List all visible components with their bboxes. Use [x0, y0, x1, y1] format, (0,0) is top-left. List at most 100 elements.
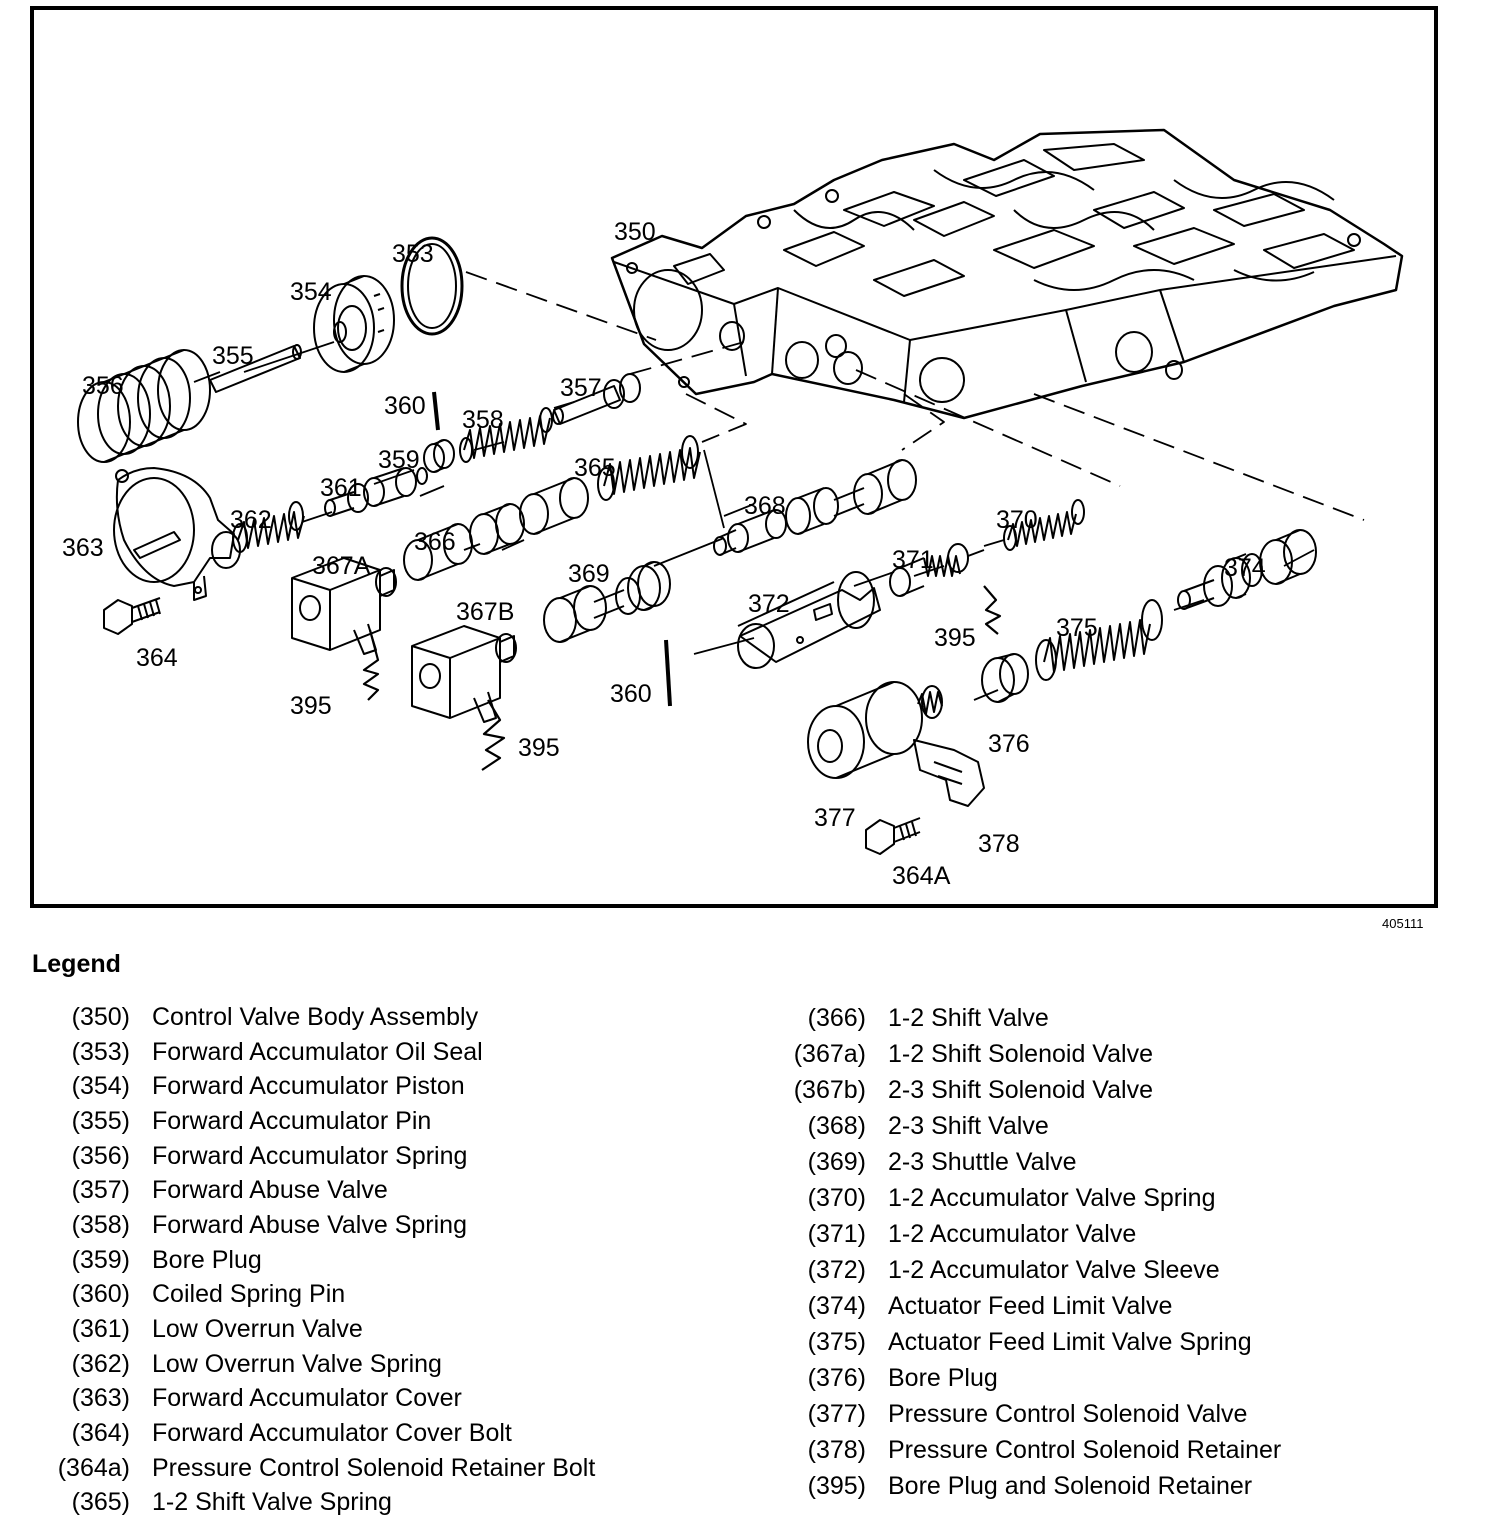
legend-row: (356)Forward Accumulator Spring: [40, 1139, 595, 1174]
shuttle-valve-2-3: [543, 561, 671, 643]
legend-part-number: (366): [807, 1003, 866, 1032]
legend-part-description: 1-2 Shift Valve Spring: [152, 1488, 392, 1517]
legend-row: (372) 1-2 Accumulator Valve Sleeve: [780, 1252, 1281, 1288]
actuator-feed-limit-valve: [1177, 529, 1317, 610]
legend-part-number: (361): [71, 1315, 130, 1344]
legend-row: (366)1-2 Shift Valve: [780, 1000, 1281, 1036]
forward-accumulator-oil-seal: [400, 236, 464, 336]
coiled-spring-pin: [432, 391, 440, 431]
shift-valve-2-3: [713, 459, 917, 556]
shift-valve-spring: [597, 435, 701, 501]
callout-358: 358: [462, 406, 504, 434]
legend-row: (375)Actuator Feed Limit Valve Spring: [780, 1324, 1281, 1360]
legend-part-description: 1-2 Shift Solenoid Valve: [888, 1039, 1153, 1068]
legend-part-description: Low Overrun Valve Spring: [152, 1349, 442, 1378]
legend-part-description: Bore Plug: [888, 1363, 998, 1392]
exploded-view-drawing: 3503533543553563573583593603613623633643…: [62, 128, 1404, 890]
callout-395: 395: [934, 624, 976, 652]
legend-row: (395)Bore Plug and Solenoid Retainer: [780, 1468, 1281, 1504]
callout-361: 361: [320, 474, 362, 502]
accumulator-valve-1-2: [889, 543, 985, 597]
legend-part-description: Forward Accumulator Spring: [152, 1141, 468, 1170]
bore-plug-solenoid-retainer: [362, 629, 380, 701]
coiled-spring-pin: [664, 639, 672, 707]
legend-part-description: 2-3 Shift Solenoid Valve: [888, 1075, 1153, 1104]
legend-part-number: (371): [807, 1219, 866, 1248]
legend-row: (364a)Pressure Control Solenoid Retainer…: [40, 1451, 596, 1486]
legend-row: (368)2-3 Shift Valve: [780, 1108, 1281, 1144]
legend-row: (374) Actuator Feed Limit Valve: [780, 1288, 1281, 1324]
legend-row: (367b)2-3 Shift Solenoid Valve: [780, 1072, 1281, 1108]
legend-row: (365)1-2 Shift Valve Spring: [40, 1486, 595, 1520]
legend-part-description: Forward Accumulator Piston: [152, 1072, 465, 1101]
callout-375: 375: [1056, 614, 1098, 642]
callout-376: 376: [988, 730, 1030, 758]
callout-359: 359: [378, 446, 420, 474]
legend-part-description: Forward Accumulator Oil Seal: [152, 1037, 483, 1066]
legend-row: (364) Forward Accumulator Cover Bolt: [40, 1416, 595, 1451]
legend-part-number: (359): [71, 1245, 130, 1274]
callout-371: 371: [892, 546, 934, 574]
callout-369: 369: [568, 560, 610, 588]
legend-part-description: 1-2 Accumulator Valve Sleeve: [888, 1255, 1220, 1284]
legend-row: (362) Low Overrun Valve Spring: [40, 1347, 595, 1382]
legend-part-description: Forward Accumulator Cover: [152, 1384, 462, 1413]
legend-part-description: Control Valve Body Assembly: [152, 1002, 479, 1031]
legend-part-number: (372): [807, 1255, 866, 1284]
callout-356: 356: [82, 372, 124, 400]
callout-364: 364: [136, 644, 178, 672]
callout-370: 370: [996, 506, 1038, 534]
low-overrun-valve: [324, 467, 428, 517]
callout-378: 378: [978, 830, 1020, 858]
callout-355: 355: [212, 342, 254, 370]
legend-row: (361)Low Overrun Valve: [40, 1312, 595, 1347]
forward-abuse-valve: [552, 373, 641, 425]
callout-360: 360: [384, 392, 426, 420]
legend-part-number: (368): [807, 1111, 866, 1140]
forward-accumulator-piston: [313, 275, 395, 373]
legend-row: (354)Forward Accumulator Piston: [40, 1069, 595, 1104]
legend-part-number: (374): [807, 1291, 866, 1320]
legend-part-description: Forward Accumulator Cover Bolt: [152, 1419, 512, 1448]
callout-360: 360: [610, 680, 652, 708]
legend-left-column: (350)Control Valve Body Assembly(353)For…: [40, 1000, 596, 1520]
legend-part-description: 1-2 Accumulator Valve Spring: [888, 1183, 1216, 1212]
legend-part-number: (363): [71, 1384, 130, 1413]
legend-part-number: (364): [71, 1419, 130, 1448]
accumulator-valve-sleeve-1-2: [737, 571, 881, 669]
legend-part-number: (375): [807, 1327, 866, 1356]
legend-part-description: Actuator Feed Limit Valve: [888, 1291, 1173, 1320]
bore-plug-solenoid-retainer: [481, 699, 506, 771]
figure-id: 405111: [1382, 916, 1424, 931]
pressure-control-solenoid-retainer: [913, 739, 985, 807]
legend-part-description: Forward Abuse Valve Spring: [152, 1210, 467, 1239]
shift-valve-1-2: [403, 477, 589, 581]
legend-part-description: Pressure Control Solenoid Retainer Bolt: [152, 1453, 596, 1482]
legend-part-number: (353): [71, 1037, 130, 1066]
axis-lines: [193, 341, 1315, 701]
alignment-lines: [465, 271, 1365, 521]
legend-part-description: Forward Abuse Valve: [152, 1176, 388, 1205]
legend-row: (378)Pressure Control Solenoid Retainer: [780, 1432, 1282, 1468]
legend-row: (363) Forward Accumulator Cover: [40, 1382, 595, 1417]
accumulator-valve-spring-1-2: [1003, 499, 1085, 551]
legend-part-description: Coiled Spring Pin: [152, 1280, 346, 1309]
callout-364a: 364A: [892, 862, 951, 890]
legend-part-number: (369): [807, 1147, 866, 1176]
legend-part-number: (377): [807, 1399, 866, 1428]
callout-372: 372: [748, 590, 790, 618]
callout-395: 395: [518, 734, 560, 762]
legend-row: (369)2-3 Shuttle Valve: [780, 1144, 1281, 1180]
forward-accumulator-cover: [113, 467, 241, 601]
callout-366: 366: [414, 528, 456, 556]
callout-377: 377: [814, 804, 856, 832]
forward-accumulator-cover-bolt: [103, 597, 161, 635]
control-valve-body: [610, 128, 1404, 420]
legend-part-number: (362): [71, 1349, 130, 1378]
legend-part-description: Forward Accumulator Pin: [152, 1106, 432, 1135]
forward-accumulator-pin: [209, 344, 302, 393]
legend-part-number: (367a): [793, 1039, 866, 1068]
legend-part-description: Pressure Control Solenoid Retainer: [888, 1435, 1282, 1464]
